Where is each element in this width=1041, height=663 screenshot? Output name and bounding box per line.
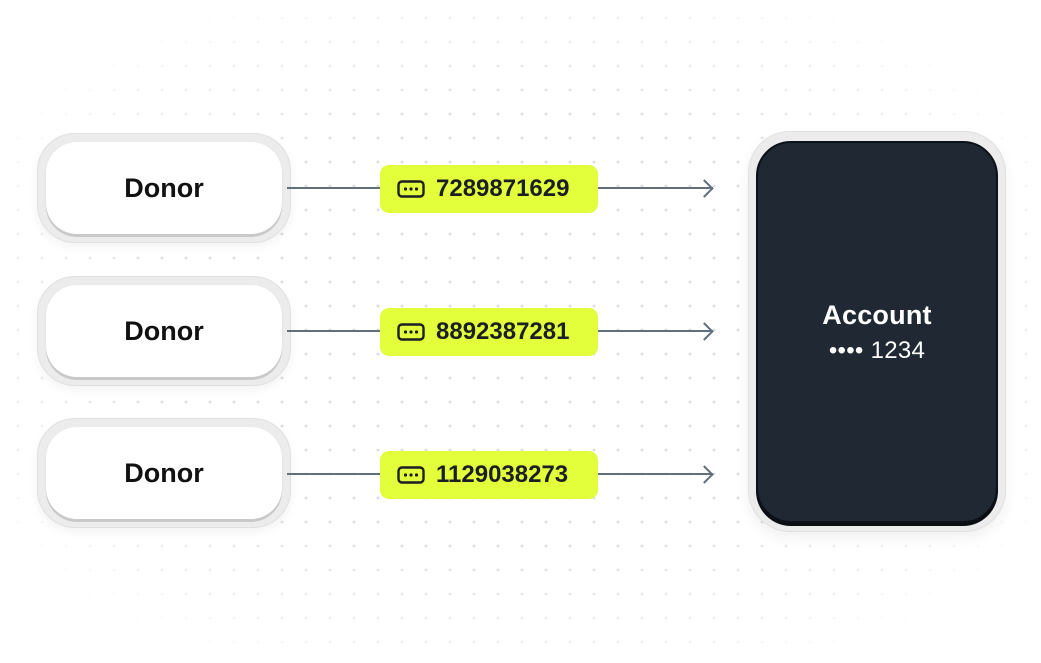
donor-label: Donor bbox=[46, 142, 282, 234]
donor-card[interactable]: Donor bbox=[37, 418, 291, 528]
dots-tag-icon bbox=[397, 180, 425, 198]
reference-pill[interactable]: 7289871629 bbox=[380, 165, 598, 213]
reference-number: 7289871629 bbox=[436, 175, 570, 202]
account-card[interactable]: Account •••• 1234 bbox=[748, 131, 1006, 532]
account-number: •••• 1234 bbox=[828, 336, 926, 364]
dots-tag-icon bbox=[397, 323, 425, 341]
dots-tag-icon bbox=[397, 466, 425, 484]
donor-card[interactable]: Donor bbox=[37, 276, 291, 386]
reference-pill[interactable]: 8892387281 bbox=[380, 308, 598, 356]
reference-number: 1129038273 bbox=[436, 461, 569, 488]
reference-number: 8892387281 bbox=[436, 318, 570, 345]
reference-pill[interactable]: 1129038273 bbox=[380, 451, 598, 499]
donor-label: Donor bbox=[46, 427, 282, 519]
account-card-body: Account •••• 1234 bbox=[756, 141, 998, 523]
account-title: Account bbox=[822, 299, 932, 330]
donor-card[interactable]: Donor bbox=[37, 133, 291, 243]
donor-label: Donor bbox=[46, 285, 282, 377]
